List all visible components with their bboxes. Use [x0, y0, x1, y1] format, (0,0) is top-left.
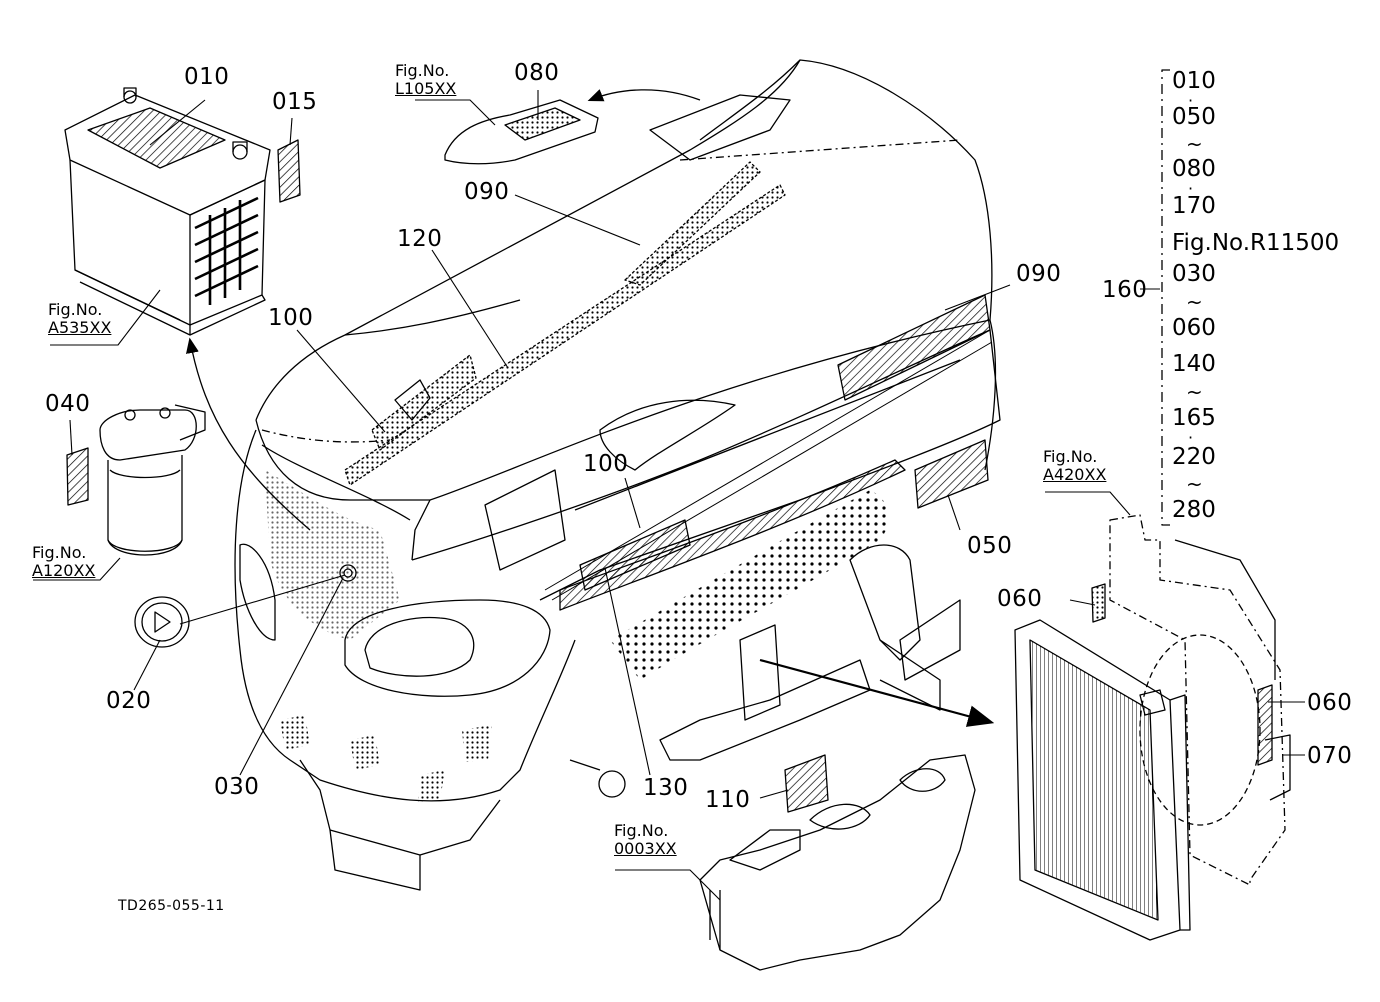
fuel-filter	[99, 404, 206, 556]
label-015: 015	[272, 89, 318, 115]
fig-number: A420XX	[1043, 464, 1107, 484]
label-160: 160	[1102, 277, 1148, 303]
range-item-4[interactable]: Fig.No.R11500	[1172, 230, 1340, 256]
range-item-5: 030	[1172, 261, 1216, 287]
label-090-side: 090	[1016, 261, 1062, 287]
label-010: 010	[184, 64, 230, 90]
range-separator-dot: ·	[1188, 179, 1194, 198]
fig-number: A120XX	[32, 560, 96, 580]
range-separator-tilde: ~	[1186, 472, 1203, 496]
radiator	[1014, 514, 1291, 941]
arrows	[186, 89, 995, 727]
label-130: 130	[643, 775, 689, 801]
range-item-2: 080	[1172, 156, 1216, 182]
fig-ref-a120[interactable]: Fig.No. A120XX	[32, 544, 95, 579]
emblem-020	[134, 596, 190, 648]
range-item-0: 010	[1172, 68, 1216, 94]
range-separator-dot: ·	[1188, 91, 1194, 110]
range-item-3: 170	[1172, 193, 1216, 219]
label-090-top: 090	[464, 179, 510, 205]
fig-ref-0003[interactable]: Fig.No. 0003XX	[614, 822, 677, 857]
fig-ref-a420[interactable]: Fig.No. A420XX	[1043, 448, 1106, 483]
label-080: 080	[514, 60, 560, 86]
decal-040	[66, 447, 89, 506]
label-100-side: 100	[583, 451, 629, 477]
fig-ref-l105[interactable]: Fig.No. L105XX	[395, 62, 456, 97]
label-030: 030	[214, 774, 260, 800]
decal-015	[277, 139, 301, 203]
fig-prefix: Fig.No.	[614, 821, 669, 840]
fig-number: L105XX	[395, 78, 457, 98]
label-020: 020	[106, 688, 152, 714]
label-100-top: 100	[268, 305, 314, 331]
leader-lines	[33, 90, 1305, 901]
side-panel	[411, 294, 1001, 680]
front-grille	[234, 354, 576, 891]
label-120: 120	[397, 226, 443, 252]
engine-block	[699, 754, 976, 971]
label-110: 110	[705, 787, 751, 813]
fig-ref-a535[interactable]: Fig.No. A535XX	[48, 301, 111, 336]
drawing-code: TD265-055-11	[118, 898, 225, 914]
range-item-8: 165	[1172, 405, 1216, 431]
label-070: 070	[1307, 743, 1353, 769]
range-item-10: 280	[1172, 497, 1216, 523]
battery	[64, 87, 271, 336]
fig-prefix: Fig.No.	[48, 300, 103, 319]
range-separator-tilde: ~	[1186, 132, 1203, 156]
fig-prefix: Fig.No.	[1043, 447, 1098, 466]
label-060-left: 060	[997, 586, 1043, 612]
right-column-bracket	[1161, 69, 1170, 526]
range-separator-dot: ·	[1188, 428, 1194, 447]
range-item-1: 050	[1172, 104, 1216, 130]
range-item-6: 060	[1172, 315, 1216, 341]
hood-outline	[255, 59, 997, 561]
range-item-7: 140	[1172, 351, 1216, 377]
fig-number: 0003XX	[614, 838, 677, 858]
fig-prefix: Fig.No.	[32, 543, 87, 562]
range-separator-tilde: ~	[1186, 290, 1203, 314]
fig-number: A535XX	[48, 317, 112, 337]
range-item-9: 220	[1172, 444, 1216, 470]
hood-cover-080	[444, 99, 599, 165]
range-separator-tilde: ~	[1186, 380, 1203, 404]
label-050: 050	[967, 533, 1013, 559]
label-060-right: 060	[1307, 690, 1353, 716]
label-040: 040	[45, 391, 91, 417]
fig-prefix: Fig.No.	[395, 61, 450, 80]
